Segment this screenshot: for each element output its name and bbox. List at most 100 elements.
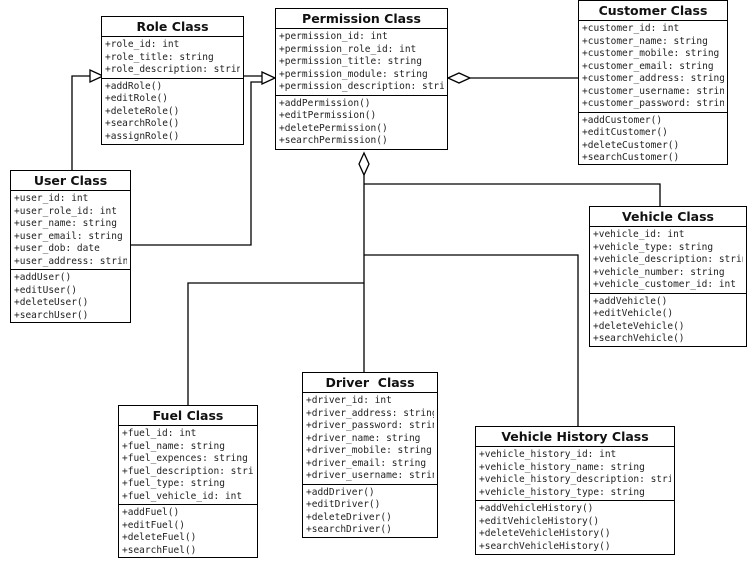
driver-operation: +searchDriver(): [306, 524, 392, 535]
vehicle-operation: +searchVehicle(): [593, 333, 685, 344]
vehicle-attribute: +vehicle_id: int: [593, 229, 685, 240]
vehicle-history-connector: [364, 254, 579, 426]
user-attribute: +user_address: string: [14, 255, 127, 267]
role-attribute: +role_description: string: [105, 64, 240, 75]
vehicle-history-operation: +addVehicleHistory(): [479, 503, 594, 514]
permission-attribute: +permission_description: string: [279, 81, 444, 92]
customer-attribute: +customer_id: int: [582, 23, 680, 34]
vehicle-class-operations: +addVehicle() +editVehicle() +deleteVehi…: [590, 294, 746, 347]
fuel-class-box[interactable]: Fuel Class +fuel_id: int +fuel_name: str…: [118, 405, 258, 558]
role-operation: +deleteRole(): [105, 105, 180, 117]
vehicle-operation: +editVehicle(): [593, 308, 674, 319]
vehicle-class-attributes: +vehicle_id: int +vehicle_type: string +…: [590, 227, 746, 294]
customer-attribute: +customer_username: string: [582, 85, 724, 97]
customer-operation: +addCustomer(): [582, 114, 663, 126]
permission-operation: +editPermission(): [279, 110, 377, 121]
role-class-attributes: +role_id: int +role_title: string +role_…: [102, 37, 243, 79]
driver-operation: +addDriver(): [306, 486, 375, 498]
permission-class-attributes: +permission_id: int +permission_role_id:…: [276, 29, 447, 96]
fuel-connector: [187, 282, 364, 405]
user-class-box[interactable]: User Class +user_id: int +user_role_id: …: [10, 170, 131, 323]
user-operation: +deleteUser(): [14, 297, 89, 308]
vehicle-attribute: +vehicle_customer_id: int: [593, 279, 736, 290]
vehicle-attribute: +vehicle_description: string: [593, 254, 743, 265]
fuel-operation: +addFuel(): [122, 507, 180, 518]
fuel-class-operations: +addFuel() +editFuel() +deleteFuel() +se…: [119, 505, 257, 558]
user-class-title: User Class: [11, 171, 130, 191]
role-class-operations: +addRole() +editRole() +deleteRole() +se…: [102, 79, 243, 145]
user-role-connector: [71, 75, 90, 171]
vehicle-history-operation: +editVehicleHistory(): [479, 515, 600, 527]
user-attribute: +user_name: string: [14, 218, 117, 229]
role-class-box[interactable]: Role Class +role_id: int +role_title: st…: [101, 16, 244, 145]
fuel-attribute: +fuel_description: string: [122, 465, 254, 477]
driver-attribute: +driver_password: string: [306, 420, 434, 431]
customer-operation: +editCustomer(): [582, 127, 668, 138]
permission-attribute: +permission_module: string: [279, 68, 428, 80]
vehicle-history-attribute: +vehicle_history_id: int: [479, 449, 617, 460]
role-attribute: +role_id: int: [105, 39, 180, 50]
customer-attribute: +customer_mobile: string: [582, 48, 720, 59]
driver-class-operations: +addDriver() +editDriver() +deleteDriver…: [303, 485, 437, 538]
vehicle-class-title: Vehicle Class: [590, 207, 746, 227]
vehicle-history-operation: +searchVehicleHistory(): [479, 540, 611, 552]
fuel-attribute: +fuel_vehicle_id: int: [122, 490, 243, 502]
fuel-operation: +searchFuel(): [122, 544, 197, 556]
driver-class-title: Driver Class: [303, 373, 437, 393]
vehicle-history-class-operations: +addVehicleHistory() +editVehicleHistory…: [476, 501, 674, 554]
permission-aggregation-diamond: [358, 151, 370, 177]
customer-operation: +searchCustomer(): [582, 152, 680, 163]
vehicle-connector: [364, 183, 661, 207]
vehicle-history-class-box[interactable]: Vehicle History Class +vehicle_history_i…: [475, 426, 675, 555]
fuel-attribute: +fuel_expences: string: [122, 453, 248, 464]
fuel-attribute: +fuel_name: string: [122, 440, 225, 452]
role-operation: +editRole(): [105, 93, 168, 104]
vehicle-attribute: +vehicle_type: string: [593, 241, 714, 253]
customer-attribute: +customer_name: string: [582, 35, 708, 47]
permission-operation: +searchPermission(): [279, 135, 388, 146]
user-attribute: +user_id: int: [14, 193, 89, 204]
driver-operation: +editDriver(): [306, 499, 381, 510]
role-operation: +assignRole(): [105, 130, 180, 142]
user-operation: +editUser(): [14, 284, 77, 296]
user-attribute: +user_role_id: int: [14, 205, 117, 217]
permission-class-box[interactable]: Permission Class +permission_id: int +pe…: [275, 8, 448, 150]
role-permission-arrowhead: [261, 70, 277, 86]
permission-operation: +deletePermission(): [279, 122, 388, 134]
vehicle-history-attribute: +vehicle_history_name: string: [479, 461, 645, 473]
customer-permission-diamond: [446, 72, 472, 84]
customer-operation: +deleteCustomer(): [582, 139, 680, 151]
role-operation: +addRole(): [105, 80, 163, 92]
driver-attribute: +driver_mobile: string: [306, 445, 432, 456]
permission-operation: +addPermission(): [279, 97, 371, 109]
permission-attribute: +permission_id: int: [279, 31, 388, 42]
user-class-attributes: +user_id: int +user_role_id: int +user_n…: [11, 191, 130, 270]
customer-class-box[interactable]: Customer Class +customer_id: int +custom…: [578, 0, 728, 165]
driver-operation: +deleteDriver(): [306, 511, 392, 523]
customer-class-attributes: +customer_id: int +customer_name: string…: [579, 21, 727, 113]
customer-attribute: +customer_email: string: [582, 60, 714, 72]
role-attribute: +role_title: string: [105, 51, 214, 63]
driver-attribute: +driver_name: string: [306, 432, 421, 444]
user-role-arrowhead: [89, 68, 105, 84]
vehicle-history-attribute: +vehicle_history_description: string: [479, 474, 671, 485]
user-attribute: +user_email: string: [14, 230, 123, 242]
fuel-operation: +deleteFuel(): [122, 532, 197, 543]
user-operation: +searchUser(): [14, 309, 89, 321]
fuel-attribute: +fuel_id: int: [122, 428, 197, 439]
vehicle-operation: +addVehicle(): [593, 295, 668, 307]
user-operation: +addUser(): [14, 272, 72, 283]
vehicle-operation: +deleteVehicle(): [593, 320, 685, 332]
driver-class-attributes: +driver_id: int +driver_address: string …: [303, 393, 437, 485]
vehicle-history-attribute: +vehicle_history_type: string: [479, 486, 645, 498]
driver-attribute: +driver_email: string: [306, 457, 427, 469]
vehicle-class-box[interactable]: Vehicle Class +vehicle_id: int +vehicle_…: [589, 206, 747, 347]
customer-attribute: +customer_address: string: [582, 73, 724, 84]
user-class-operations: +addUser() +editUser() +deleteUser() +se…: [11, 270, 130, 323]
driver-attribute: +driver_address: string: [306, 407, 434, 419]
fuel-class-title: Fuel Class: [119, 406, 257, 426]
vehicle-history-class-attributes: +vehicle_history_id: int +vehicle_histor…: [476, 447, 674, 501]
driver-class-box[interactable]: Driver Class +driver_id: int +driver_add…: [302, 372, 438, 538]
customer-class-title: Customer Class: [579, 1, 727, 21]
vehicle-history-operation: +deleteVehicleHistory(): [479, 528, 611, 539]
